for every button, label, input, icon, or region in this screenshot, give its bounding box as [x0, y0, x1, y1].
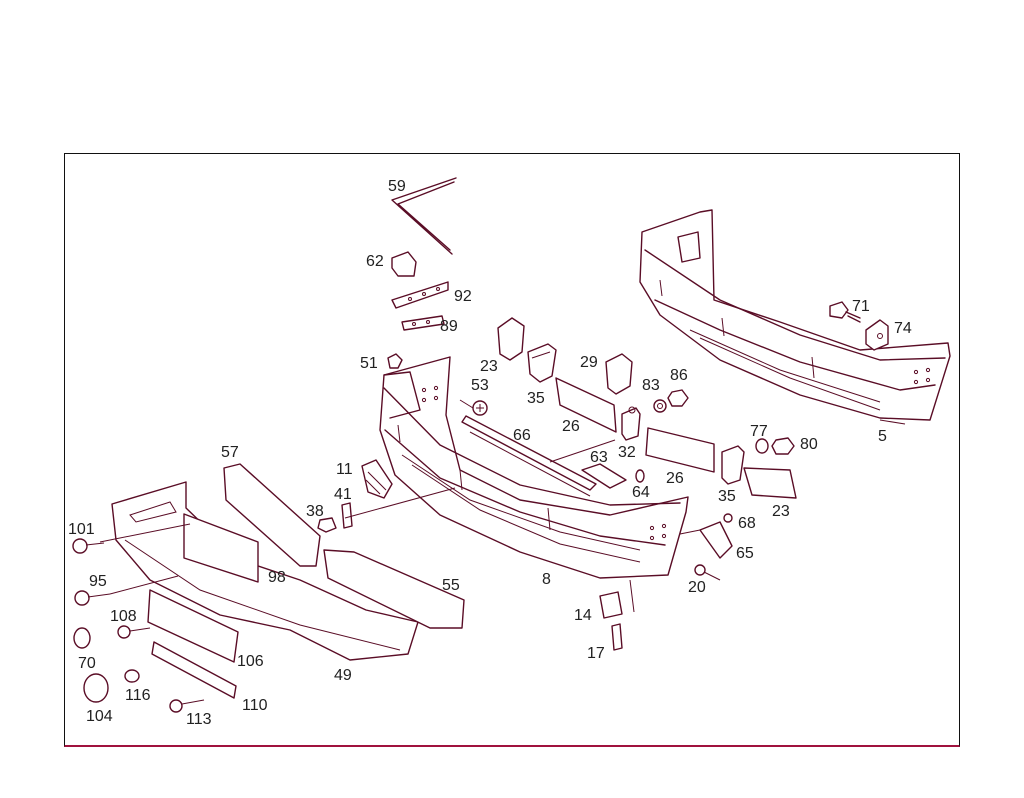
- plug-part-104: [83, 673, 109, 703]
- screw-part-101: [72, 538, 105, 554]
- callout-41: 41: [334, 486, 352, 503]
- callout-68: 68: [738, 515, 756, 532]
- trim-strip-part-59: [391, 177, 457, 255]
- callout-59: 59: [388, 178, 406, 195]
- callout-26-left: 26: [562, 418, 580, 435]
- callout-106: 106: [237, 653, 264, 670]
- callout-101: 101: [68, 521, 95, 538]
- callout-98: 98: [268, 569, 286, 586]
- bracket-part-29: [605, 353, 633, 395]
- callout-104: 104: [86, 708, 113, 725]
- callout-8: 8: [542, 571, 551, 588]
- mounting-block-part-23-upper: [497, 317, 525, 361]
- callout-70: 70: [78, 655, 96, 672]
- leader-lines: [99, 487, 701, 613]
- rear-bumper-part-5: [639, 209, 951, 425]
- trim-strip-part-57: [223, 463, 321, 567]
- bracket-part-17: [611, 623, 623, 651]
- callout-labels: 59 62 92 89 51 53 23 35 29 83 86 26 66 3…: [68, 178, 912, 728]
- mounting-block-part-23-lower: [743, 467, 797, 499]
- callout-23-lower: 23: [772, 503, 790, 520]
- clip-part-38: [317, 517, 337, 533]
- callout-66: 66: [513, 427, 531, 444]
- callout-29: 29: [580, 354, 598, 371]
- washer-part-64: [635, 469, 645, 483]
- callout-80: 80: [800, 436, 818, 453]
- bracket-part-14: [599, 591, 623, 619]
- callout-35-upper: 35: [527, 390, 545, 407]
- callout-62: 62: [366, 253, 384, 270]
- washer-part-68: [723, 513, 733, 523]
- callout-89: 89: [440, 318, 458, 335]
- screw-part-95: [74, 590, 111, 606]
- strip-part-110: [151, 641, 237, 699]
- callout-74: 74: [894, 320, 912, 337]
- grille-strip-part-66: [461, 415, 616, 497]
- callout-110: 110: [242, 697, 268, 714]
- clip-part-62: [391, 251, 417, 277]
- callout-65: 65: [736, 545, 754, 562]
- nut-part-51: [387, 353, 403, 369]
- front-bumper-cover-part-8: [379, 356, 689, 579]
- callout-71: 71: [852, 298, 870, 315]
- callout-35-lower: 35: [718, 488, 736, 505]
- diagram-frame: [64, 153, 960, 747]
- callout-38: 38: [306, 503, 324, 520]
- bracket-part-35-lower: [721, 445, 745, 485]
- callout-113: 113: [186, 711, 212, 728]
- callout-11: 11: [336, 461, 353, 478]
- plug-part-70: [73, 627, 91, 649]
- callout-64: 64: [632, 484, 650, 501]
- callout-20: 20: [688, 579, 706, 596]
- callout-108: 108: [110, 608, 137, 625]
- clip-part-63: [581, 463, 627, 489]
- washer-part-83: [653, 399, 667, 413]
- callout-63: 63: [590, 449, 608, 466]
- callout-17: 17: [587, 645, 605, 662]
- bracket-part-32: [621, 406, 641, 441]
- impact-absorber-part-26-left: [555, 377, 617, 433]
- callout-32: 32: [618, 444, 636, 461]
- bracket-part-89: [401, 315, 445, 331]
- bracket-part-74: [865, 319, 889, 351]
- callout-23-upper: 23: [480, 358, 498, 375]
- callout-49: 49: [334, 667, 352, 684]
- callout-53: 53: [471, 377, 489, 394]
- callout-51: 51: [360, 355, 378, 372]
- bracket-part-41: [341, 502, 353, 529]
- trim-strip-part-55: [323, 549, 465, 629]
- bumper-part-49: [111, 481, 419, 661]
- callout-14: 14: [574, 607, 592, 624]
- callout-92: 92: [454, 288, 472, 305]
- callout-55: 55: [442, 577, 460, 594]
- grille-part-11: [361, 459, 393, 499]
- bracket-part-98: [183, 513, 259, 583]
- screw-part-113: [169, 699, 205, 713]
- callout-57: 57: [221, 444, 239, 461]
- washer-part-77: [755, 438, 769, 454]
- bracket-part-92: [391, 281, 449, 309]
- clip-part-20: [694, 564, 721, 581]
- callout-86: 86: [670, 367, 688, 384]
- callout-83: 83: [642, 377, 660, 394]
- bracket-part-35-upper: [527, 343, 557, 383]
- callout-95: 95: [89, 573, 107, 590]
- impact-absorber-part-26-right: [645, 427, 715, 473]
- screw-part-108: [117, 625, 151, 639]
- clip-part-116: [124, 669, 140, 683]
- bolt-part-71: [829, 301, 861, 323]
- bracket-part-106: [147, 589, 239, 663]
- callout-116: 116: [125, 687, 151, 704]
- grille-part-65: [699, 521, 733, 559]
- callout-77: 77: [750, 423, 768, 440]
- nut-part-86: [667, 389, 689, 407]
- callout-26-right: 26: [666, 470, 684, 487]
- callout-5: 5: [878, 428, 887, 445]
- nut-part-80: [771, 437, 795, 455]
- screw-part-53: [459, 399, 488, 416]
